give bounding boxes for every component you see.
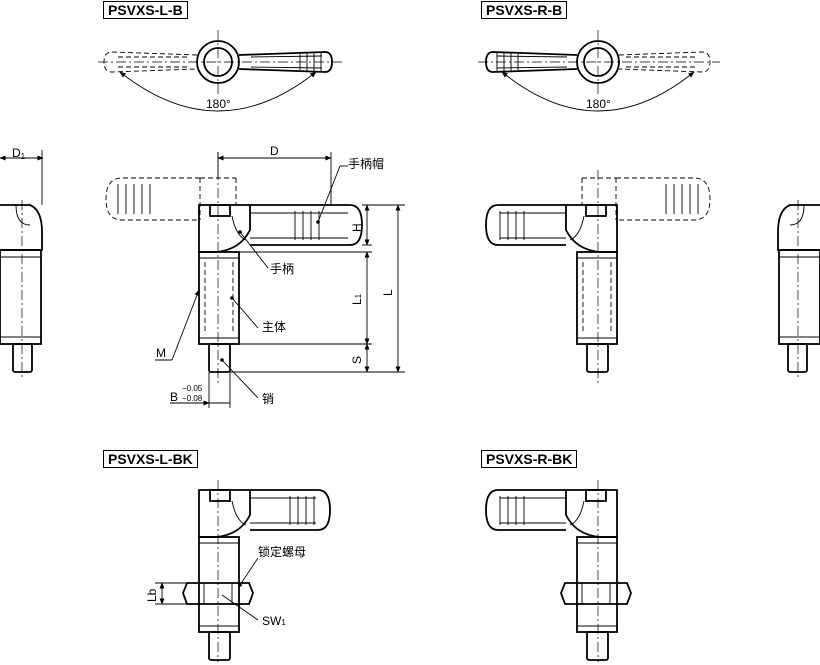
dim-d: D (270, 144, 279, 158)
dim-b-tol-upper: −0.05 (182, 384, 203, 393)
model-tag-psvxs-l-b: PSVXS-L-B (103, 1, 188, 19)
front-view-left: D H L1 S L B −0.05 −0.08 (105, 144, 405, 408)
callout-sw1: SW1 (262, 614, 286, 628)
callout-body: 主体 (262, 320, 286, 334)
angle-label-left: 180° (206, 97, 231, 111)
model-tag-psvxs-l-bk: PSVXS-L-BK (103, 450, 198, 468)
dim-d1-left: D1 (12, 146, 26, 161)
angle-label-right: 180° (586, 97, 611, 111)
dim-h: H (350, 223, 364, 232)
dim-lb: Lb (145, 588, 159, 602)
bk-view-left: Lb 锁定螺母 SW1 (145, 480, 331, 662)
callout-lock-nut: 锁定螺母 (258, 544, 306, 559)
dim-l: L (381, 289, 395, 296)
dim-b: B (170, 390, 178, 404)
model-tag-psvxs-r-bk: PSVXS-R-BK (481, 450, 578, 468)
bk-view-right (485, 480, 632, 662)
top-view-left: 180° (98, 30, 345, 112)
dim-b-tol-lower: −0.08 (182, 394, 203, 403)
side-view-left: D1 (0, 146, 44, 378)
top-view-right: 180° (478, 30, 720, 112)
dim-m: M (156, 346, 166, 360)
dim-s: S (350, 356, 364, 364)
callout-handle-cap: 手柄帽 (348, 156, 384, 171)
callout-handle: 手柄 (270, 262, 294, 276)
dim-l1: L1 (350, 293, 364, 305)
side-view-right (777, 200, 820, 378)
front-view-right (485, 170, 711, 385)
callout-pin: 销 (262, 392, 274, 406)
model-tag-psvxs-r-b: PSVXS-R-B (481, 1, 568, 19)
